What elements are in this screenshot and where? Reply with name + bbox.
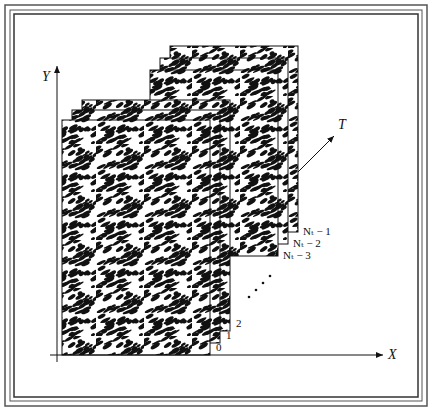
- axis-label: X: [388, 348, 397, 362]
- frame-index: 1: [226, 330, 232, 341]
- image-frames: [62, 46, 298, 355]
- x-axis: [50, 355, 383, 356]
- frame-index: Nₜ − 3: [283, 250, 311, 261]
- t-axis: [298, 136, 334, 172]
- frame-index: Nₜ − 2: [293, 238, 321, 249]
- ellipsis-dot: [262, 282, 265, 285]
- ellipsis-dot: [255, 289, 258, 292]
- y-axis: [57, 66, 58, 362]
- outer-frame: [5, 5, 427, 406]
- middle-frame: [10, 10, 422, 401]
- axis-label: Y: [42, 70, 50, 84]
- image-frame: [62, 120, 210, 355]
- frame-index: 2: [236, 318, 242, 329]
- axis-label: T: [338, 118, 346, 132]
- ellipsis-dot: [269, 275, 272, 278]
- frame-index: 0: [216, 342, 222, 353]
- inner-frame: [14, 14, 418, 397]
- ellipsis-dot: [248, 296, 251, 299]
- frame-index: Nₜ − 1: [303, 226, 331, 237]
